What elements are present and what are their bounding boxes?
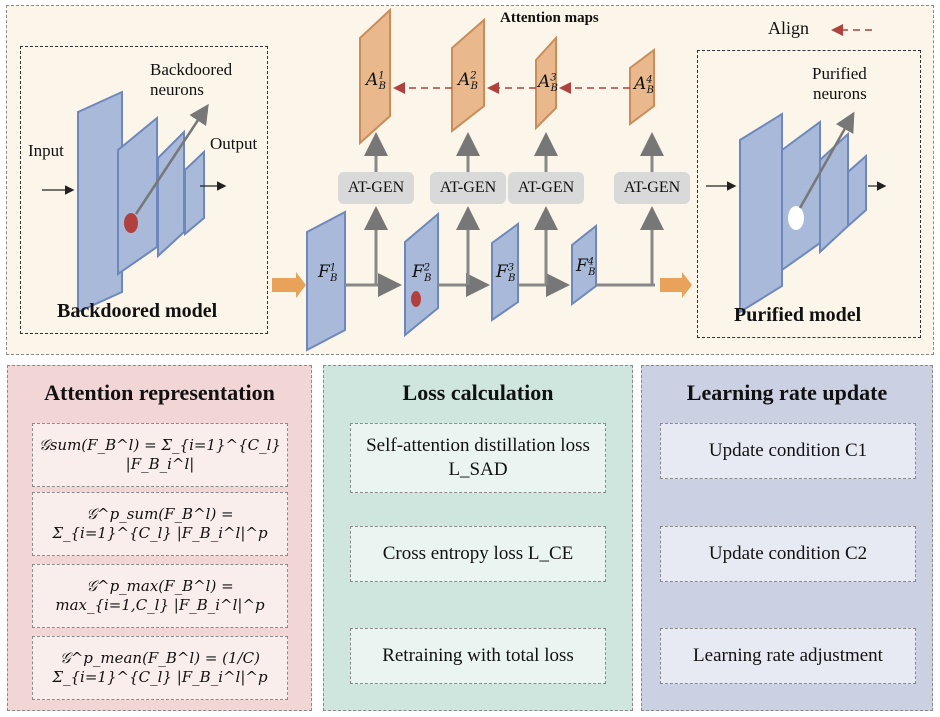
backdoored-network xyxy=(42,90,227,314)
atgen-1: AT-GEN xyxy=(338,172,414,204)
align-arrows xyxy=(393,24,872,94)
purified-neurons-label: Purified neurons xyxy=(812,64,867,104)
formula-mean-p: 𝒢^p_mean(F_B^l) = (1/C) Σ_{i=1}^{C_l} |F… xyxy=(32,636,288,700)
lr-adjustment-box: Learning rate adjustment xyxy=(660,628,916,684)
formula-max-p: 𝒢^p_max(F_B^l) = max_{i=1,C_l} |F_B_i^l|… xyxy=(32,564,288,628)
attention-label-3: A3B xyxy=(538,72,559,95)
backdoored-neuron-dot xyxy=(124,213,138,233)
formula-sum-p: 𝒢^p_sum(F_B^l) = Σ_{i=1}^{C_l} |F_B_i^l|… xyxy=(32,492,288,556)
atgen-4: AT-GEN xyxy=(614,172,690,204)
attention-representation-title: Attention representation xyxy=(44,380,275,405)
backdoored-model-title: Backdoored model xyxy=(57,300,218,322)
purified-network xyxy=(706,111,887,314)
output-label: Output xyxy=(210,134,258,153)
atgen-3: AT-GEN xyxy=(508,172,584,204)
atgen-2: AT-GEN xyxy=(430,172,506,204)
orange-arrow-out xyxy=(660,272,692,298)
backdoored-model-frame xyxy=(20,46,268,334)
align-label: Align xyxy=(768,18,810,38)
attention-maps-label: Attention maps xyxy=(500,10,599,26)
loss-calculation-title: Loss calculation xyxy=(402,380,554,405)
orange-arrow-in xyxy=(272,272,306,298)
feature-label-3: F3B xyxy=(496,262,516,285)
feature-label-4: F4B xyxy=(576,256,596,279)
purified-model-title: Purified model xyxy=(734,304,862,326)
learning-rate-title: Learning rate update xyxy=(686,380,888,405)
update-condition-2: Update condition C2 xyxy=(660,526,916,582)
update-condition-1: Update condition C1 xyxy=(660,423,916,479)
formula-sum: 𝒢sum(F_B^l) = Σ_{i=1}^{C_l} |F_B_i^l| xyxy=(32,423,288,487)
retraining-box: Retraining with total loss xyxy=(350,628,606,684)
input-label: Input xyxy=(28,141,64,160)
feature-label-2: F2B xyxy=(412,262,432,285)
attention-map-planes xyxy=(359,7,655,146)
backdoored-neurons-label: Backdoored neurons xyxy=(150,60,233,100)
feature-planes xyxy=(306,210,597,352)
loss-calculation-panel: Loss calculation Self-attention distilla… xyxy=(323,365,633,711)
attention-label-2: A2B xyxy=(458,70,479,93)
learning-rate-panel: Learning rate update Update condition C1… xyxy=(641,365,933,711)
attention-label-4: A4B xyxy=(634,74,655,97)
purified-model-frame xyxy=(697,50,921,338)
loss-ce-box: Cross entropy loss L_CE xyxy=(350,526,606,582)
feature-label-1: F1B xyxy=(318,262,338,285)
attention-representation-panel: Attention representation 𝒢sum(F_B^l) = Σ… xyxy=(7,365,312,711)
attention-label-1: A1B xyxy=(366,70,387,93)
loss-sad-box: Self-attention distillation loss L_SAD xyxy=(350,423,606,493)
